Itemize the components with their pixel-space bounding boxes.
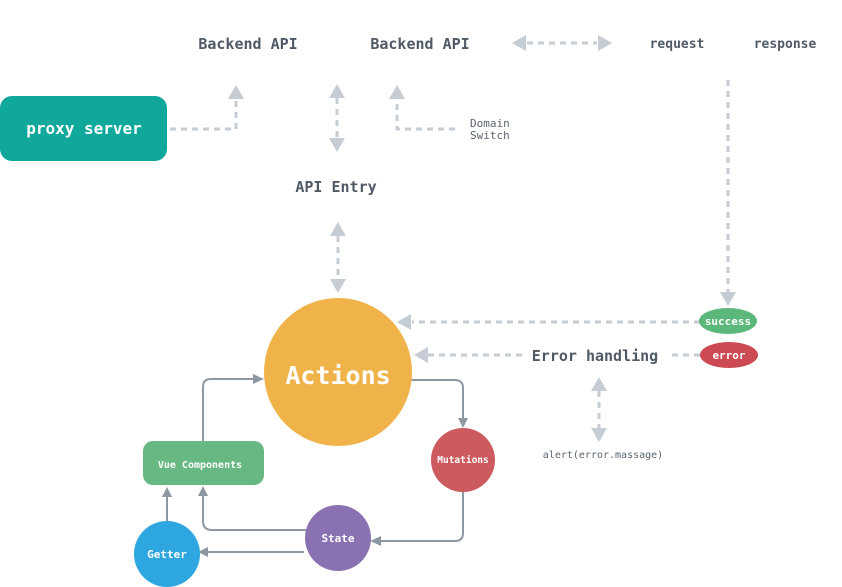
proxy-server-node: proxy server [0,96,167,161]
success-label: success [705,315,751,328]
domain-switch-connector [389,85,455,131]
mutations-node: Mutations [431,428,495,492]
actions-label: Actions [285,361,390,390]
backend-api-entry-connector [329,84,345,152]
proxy-server-label: proxy server [26,119,142,138]
backend-request-connector [512,35,612,51]
vue-components-node: Vue Components [143,441,264,485]
mutations-state-connector [370,492,464,546]
response-label: response [754,37,817,52]
backend-api-label-1: Backend API [198,35,297,53]
state-getter-connector [198,547,304,557]
success-node: success [699,308,757,334]
mutations-label: Mutations [437,455,488,466]
error-handling-actions-connector [414,347,522,363]
error-handling-label: Error handling [532,347,658,365]
getter-node: Getter [134,521,200,587]
alert-label: alert(error.massage) [543,450,663,461]
domain-switch-label-line2: Switch [470,129,510,142]
vue-actions-connector [202,374,264,441]
getter-label: Getter [147,548,187,561]
error-handling-alert-connector [591,377,607,442]
actions-node: Actions [264,298,412,446]
api-entry-actions-connector [330,222,346,293]
error-label: error [712,349,745,362]
proxy-to-backend-connector [170,85,244,131]
vue-components-label: Vue Components [158,460,242,471]
state-vue-connector [198,486,306,531]
getter-vue-connector [162,487,172,522]
response-success-connector [720,80,736,306]
state-node: State [305,505,371,571]
request-label: request [650,37,705,52]
backend-api-label-2: Backend API [370,35,469,53]
state-label: State [321,532,354,545]
api-entry-label: API Entry [295,178,376,196]
error-node: error [700,342,758,368]
domain-switch-label-line1: Domain [470,117,510,130]
success-actions-connector [397,314,700,330]
actions-mutations-connector [410,379,468,428]
